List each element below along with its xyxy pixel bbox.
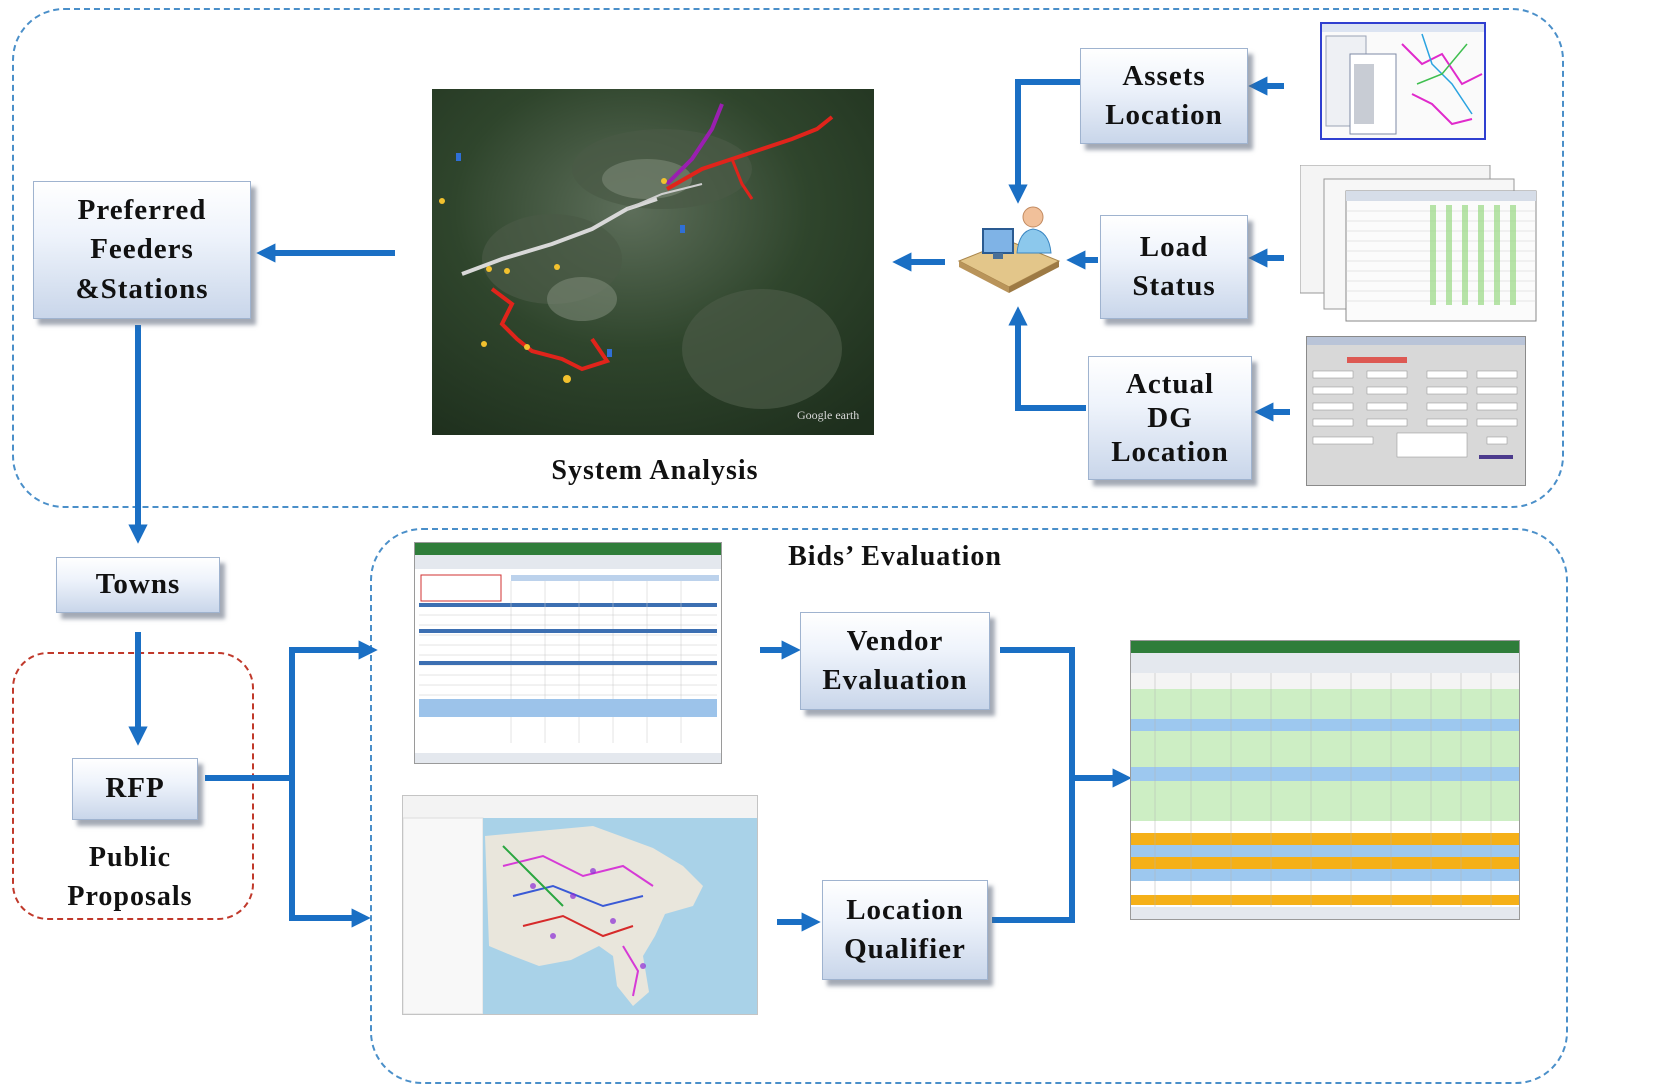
satellite-map-image: Google earth <box>432 89 874 435</box>
arrow-rfp-to-map <box>289 778 371 928</box>
assets-line-1: Assets <box>1122 59 1206 92</box>
dg-line-3: Location <box>1111 436 1229 469</box>
system-analysis-region <box>12 8 1564 508</box>
preferred-line-1: Preferred <box>77 194 207 227</box>
preferred-feeders-box: Preferred Feeders &Stations <box>33 181 251 319</box>
location-qualifier-box: Location Qualifier <box>822 880 988 980</box>
towns-label: Towns <box>95 568 181 601</box>
load-line-1: Load <box>1139 230 1209 263</box>
preferred-line-3: &Stations <box>75 272 209 305</box>
bids-evaluation-region <box>370 528 1568 1084</box>
dg-line-1: Actual <box>1125 367 1215 400</box>
load-line-2: Status <box>1132 270 1216 302</box>
map-watermark: Google earth <box>797 408 859 422</box>
load-status-box: Load Status <box>1100 215 1248 319</box>
system-analysis-caption: System Analysis <box>551 455 759 486</box>
actual-dg-location-box: Actual DG Location <box>1088 356 1252 480</box>
qualifier-line-2: Qualifier <box>844 933 966 965</box>
vendor-line-1: Vendor <box>846 624 944 657</box>
public-proposals-label: Public Proposals <box>20 838 240 916</box>
evaluation-matrix-screenshot <box>414 542 722 764</box>
preferred-line-2: Feeders <box>90 233 194 266</box>
arrow-rfp-to-spreadsheet <box>289 640 378 778</box>
load-status-screenshot <box>1300 165 1538 323</box>
qualifier-line-1: Location <box>846 893 964 926</box>
arrow-dg-to-user <box>1008 306 1086 411</box>
public-proposals-region <box>12 652 254 920</box>
public-line-2: Proposals <box>67 881 193 913</box>
vendor-evaluation-box: Vendor Evaluation <box>800 612 990 710</box>
rfp-label: RFP <box>105 772 165 805</box>
results-spreadsheet-screenshot <box>1130 640 1520 920</box>
assets-gis-screenshot <box>1320 22 1486 140</box>
arrow-assets-to-user <box>1008 79 1082 204</box>
assets-location-box: Assets Location <box>1080 48 1248 144</box>
vendor-line-2: Evaluation <box>822 664 968 696</box>
user-at-computer-icon <box>955 205 1063 295</box>
dg-location-screenshot <box>1306 336 1526 486</box>
bids-evaluation-caption: Bids’ Evaluation <box>788 541 1002 572</box>
rfp-box: RFP <box>72 758 198 820</box>
assets-line-2: Location <box>1105 99 1223 131</box>
arrow-vendor-join <box>992 647 1075 923</box>
towns-box: Towns <box>56 557 220 613</box>
public-line-1: Public <box>88 842 172 873</box>
location-map-screenshot <box>402 795 758 1015</box>
dg-line-2: DG <box>1147 401 1193 434</box>
